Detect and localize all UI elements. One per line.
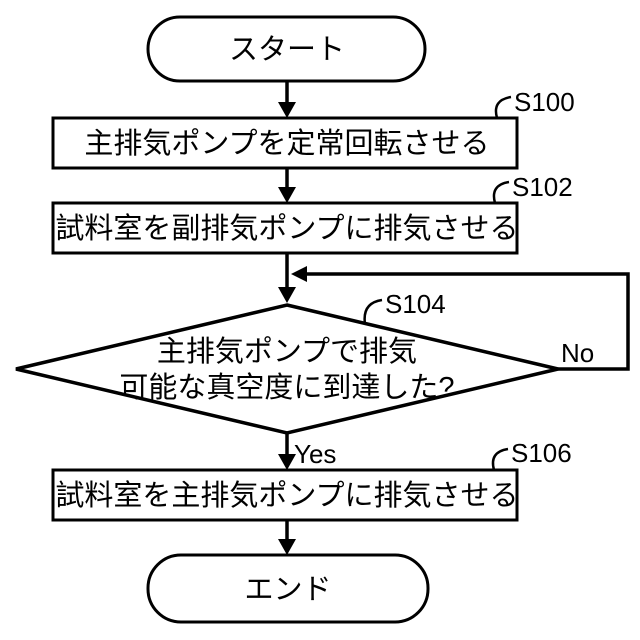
leader-line-s100	[494, 95, 512, 119]
process-s106	[51, 468, 519, 522]
step-id-s106: S106	[511, 438, 572, 468]
decision-s104-label-line1: 主排気ポンプで排気	[157, 335, 417, 368]
end-terminal	[146, 553, 430, 624]
arrowhead-into-end	[278, 539, 296, 555]
arrowhead-no-loop	[291, 266, 307, 282]
leader-line-s102	[492, 180, 510, 204]
arrowhead-into-s106	[278, 454, 296, 470]
process-s100	[51, 116, 519, 170]
end-label: エンド	[244, 574, 331, 606]
step-id-s102: S102	[512, 172, 573, 202]
decision-s104-label-line2: 可能な真空度に到達した?	[119, 371, 454, 404]
step-id-s100: S100	[514, 87, 575, 117]
leader-line-s106	[491, 447, 509, 471]
leader-line-s104	[363, 298, 383, 325]
edge-no-loop	[305, 272, 630, 371]
process-s102	[51, 201, 519, 255]
decision-s104	[15, 303, 559, 435]
start-terminal	[146, 15, 427, 83]
process-s106-label: 試料室を主排気ポンプに排気させる	[55, 479, 518, 512]
arrowhead-into-s102	[278, 187, 296, 203]
arrowhead-into-s104	[278, 287, 296, 303]
start-label: スタート	[229, 34, 345, 66]
arrowhead-into-s100	[278, 102, 296, 118]
yes-branch-label: Yes	[294, 439, 336, 469]
process-s102-label: 試料室を副排気ポンプに排気させる	[55, 212, 518, 245]
process-s100-label: 主排気ポンプを定常回転させる	[84, 127, 489, 160]
step-id-s104: S104	[385, 289, 446, 319]
no-branch-label: No	[561, 338, 594, 368]
